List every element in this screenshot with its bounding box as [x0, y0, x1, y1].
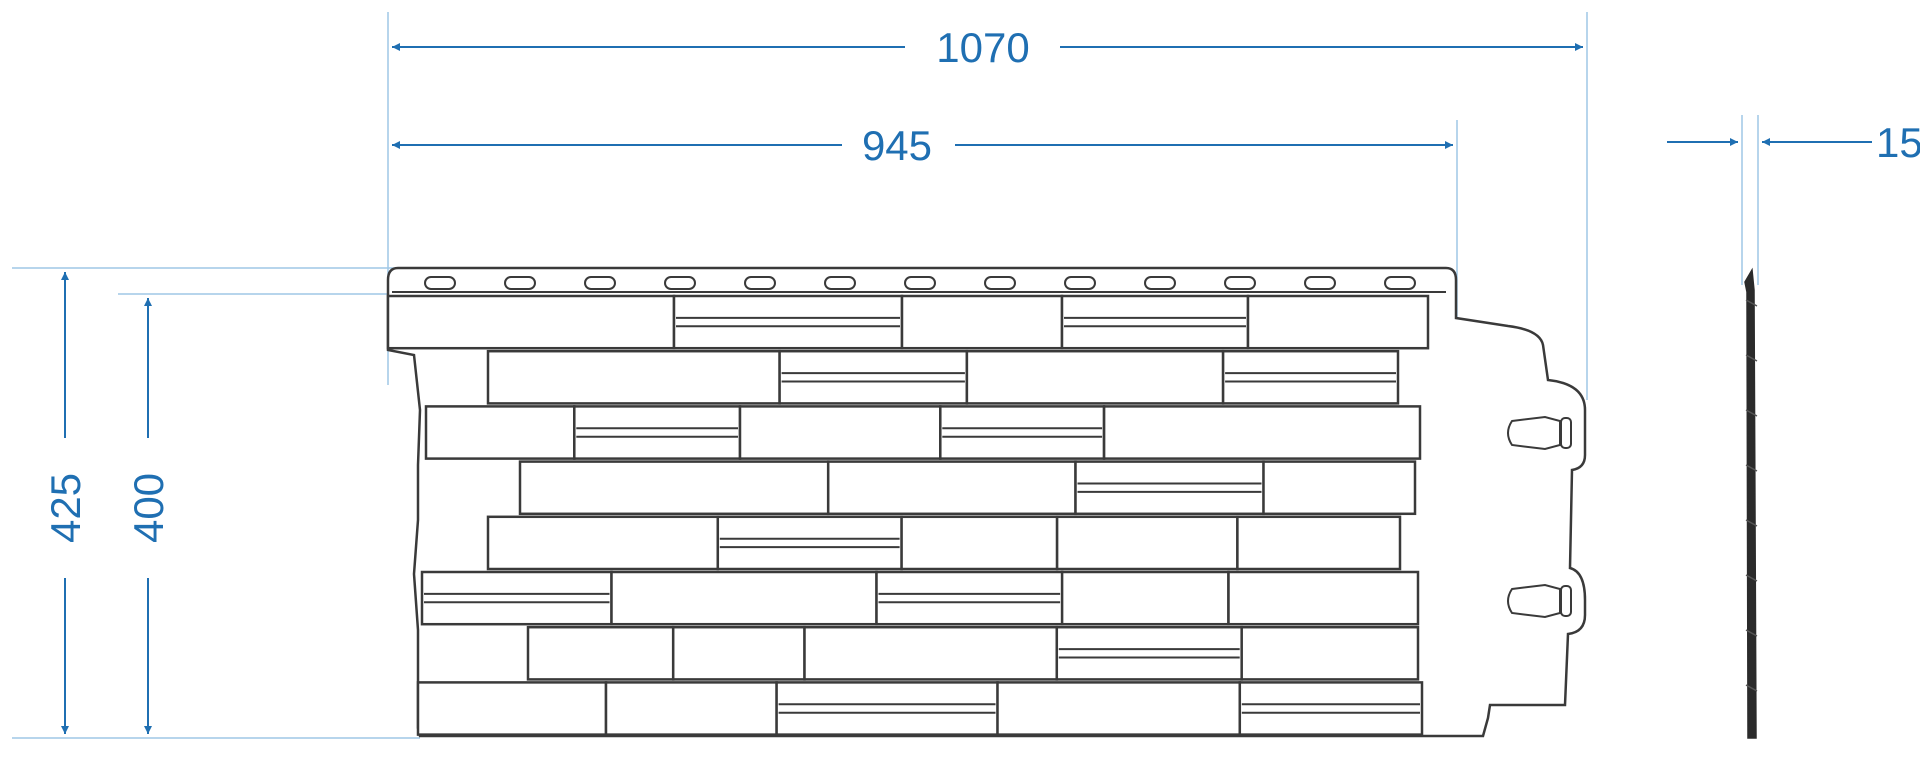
dimension-400: 400	[125, 298, 172, 734]
profile-tick	[1745, 574, 1758, 582]
nail-slot	[824, 276, 856, 290]
dimension-label-1070: 1070	[936, 24, 1029, 71]
stone-block	[775, 681, 999, 736]
nail-slot	[1224, 276, 1256, 290]
stone-block	[573, 405, 742, 460]
stone-block	[424, 405, 576, 460]
stone-block	[1227, 570, 1420, 626]
stone-block	[875, 570, 1064, 626]
stone-block	[1055, 625, 1243, 681]
nail-slot	[664, 276, 696, 290]
dimension-label-945: 945	[862, 122, 932, 169]
stone-block	[1055, 515, 1239, 571]
profile-outline	[1744, 267, 1757, 739]
stone-block	[518, 460, 830, 516]
stone-block	[1074, 460, 1265, 516]
side-joint-lug	[1560, 585, 1572, 617]
dimension-425: 425	[42, 272, 89, 734]
stone-block	[803, 625, 1059, 681]
nail-slot	[1144, 276, 1176, 290]
profile-tick	[1745, 299, 1758, 307]
dimension-945: 945	[392, 122, 1453, 169]
stone-block	[1262, 460, 1417, 516]
profile-tick	[1745, 409, 1758, 417]
profile-ticks	[1745, 299, 1758, 692]
nail-slot	[1064, 276, 1096, 290]
stone-block	[900, 515, 1059, 571]
stone-block	[1221, 349, 1400, 405]
nail-slots	[424, 276, 1416, 290]
nail-slot	[504, 276, 536, 290]
stone-block	[965, 349, 1225, 405]
nail-slot	[1384, 276, 1416, 290]
dimension-label-15: 15	[1876, 119, 1920, 166]
side-joint-lug	[1560, 417, 1572, 449]
stone-block	[671, 625, 806, 681]
dimension-15: 15	[1667, 119, 1920, 166]
stone-block	[526, 625, 675, 681]
dimension-1070: 1070	[392, 24, 1583, 71]
dimension-label-425: 425	[42, 473, 89, 543]
stone-block	[416, 681, 608, 736]
stone-block	[778, 349, 969, 405]
stone-block	[738, 405, 942, 460]
nail-slot	[1304, 276, 1336, 290]
side-joint	[1507, 583, 1561, 619]
stone-rows	[386, 294, 1430, 736]
profile-tick	[1745, 684, 1758, 692]
stone-block	[1060, 294, 1250, 350]
side-joint	[1507, 415, 1561, 451]
side-joints	[1507, 415, 1572, 619]
stone-block	[1238, 681, 1424, 736]
stone-block	[1102, 405, 1422, 460]
stone-block	[610, 570, 878, 626]
stone-block	[486, 349, 781, 405]
profile-tick	[1745, 464, 1758, 472]
stone-block	[672, 294, 904, 350]
nail-slot	[984, 276, 1016, 290]
stone-block	[1236, 515, 1402, 571]
stone-block	[604, 681, 778, 736]
stone-block	[420, 570, 613, 626]
dimension-label-400: 400	[125, 473, 172, 543]
stone-block	[486, 515, 720, 571]
profile-tick	[1745, 519, 1758, 527]
stone-block	[716, 515, 903, 571]
stone-block	[1240, 625, 1420, 681]
panel-side-profile	[1744, 267, 1758, 739]
nail-slot	[744, 276, 776, 290]
stone-block	[826, 460, 1077, 516]
nail-slot	[424, 276, 456, 290]
nail-slot	[904, 276, 936, 290]
nail-slot	[584, 276, 616, 290]
stone-block	[900, 294, 1064, 350]
profile-tick	[1745, 629, 1758, 637]
stone-block	[1246, 294, 1430, 350]
profile-tick	[1745, 354, 1758, 362]
facade-panel-front-view	[386, 266, 1587, 738]
stone-block	[1060, 570, 1230, 626]
stone-block	[939, 405, 1106, 460]
stone-block	[386, 294, 676, 350]
stone-block	[996, 681, 1242, 736]
